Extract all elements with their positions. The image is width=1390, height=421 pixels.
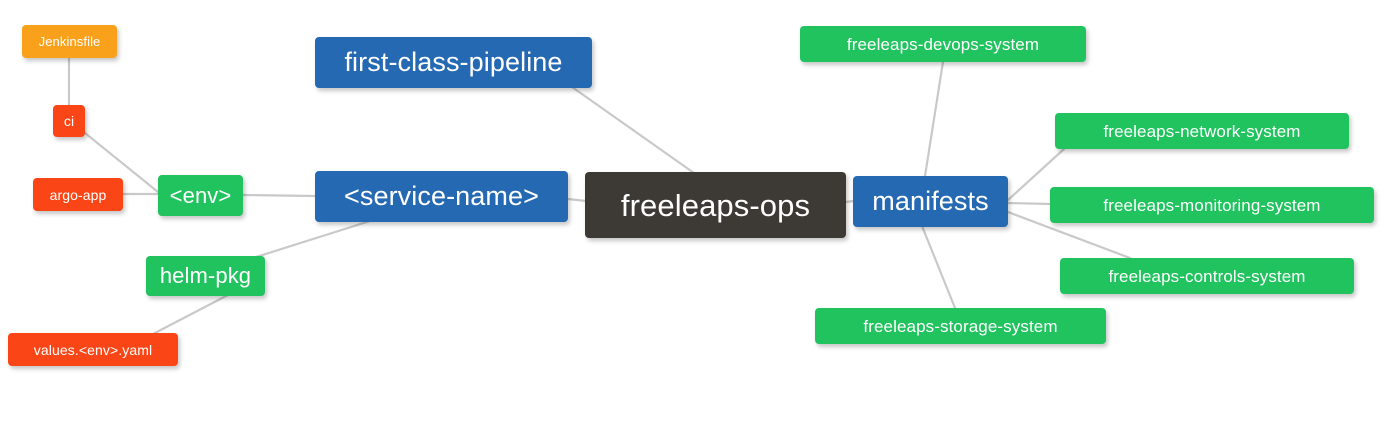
node-label: first-class-pipeline [344,47,563,77]
node-label: freeleaps-ops [620,187,811,223]
edge-manifests-storage [920,224,957,310]
node-manifests[interactable]: manifests [853,176,1008,227]
node-label: ci [63,113,75,129]
node-label: <env> [169,182,232,208]
node-values-yaml[interactable]: values.<env>.yaml [8,333,178,366]
edge-env-servicename [241,193,317,198]
node-freeleaps-storage-system[interactable]: freeleaps-storage-system [815,308,1106,344]
edge-pipeline-root [570,85,696,175]
node-label: freeleaps-devops-system [846,34,1040,54]
node-freeleaps-ops[interactable]: freeleaps-ops [585,172,846,238]
edge-values-helmpkg [151,293,230,336]
node-label: freeleaps-controls-system [1108,266,1306,286]
node-label: helm-pkg [159,263,252,288]
edge-helmpkg-servicename [251,219,372,260]
node-ci[interactable]: ci [53,105,85,137]
node-freeleaps-monitoring-system[interactable]: freeleaps-monitoring-system [1050,187,1374,223]
node-jenkinsfile[interactable]: Jenkinsfile [22,25,117,58]
node-label: freeleaps-network-system [1103,121,1301,141]
node-argo-app[interactable]: argo-app [33,178,123,211]
node-label: values.<env>.yaml [33,341,153,358]
node-freeleaps-controls-system[interactable]: freeleaps-controls-system [1060,258,1354,294]
node-freeleaps-devops-system[interactable]: freeleaps-devops-system [800,26,1086,62]
edge-servicename-root [566,197,588,203]
node-helm-pkg[interactable]: helm-pkg [146,256,265,296]
node-freeleaps-network-system[interactable]: freeleaps-network-system [1055,113,1349,149]
edge-manifests-monitoring [1006,201,1052,206]
node-label: argo-app [49,186,107,203]
node-first-class-pipeline[interactable]: first-class-pipeline [315,37,592,88]
node-label: freeleaps-monitoring-system [1103,195,1321,215]
node-label: Jenkinsfile [38,34,101,49]
node-label: <service-name> [344,181,539,211]
node-service-name[interactable]: <service-name> [315,171,568,222]
node-env[interactable]: <env> [158,175,243,216]
edge-manifests-devops [923,60,945,178]
node-label: freeleaps-storage-system [863,316,1058,336]
node-label: manifests [872,186,989,216]
